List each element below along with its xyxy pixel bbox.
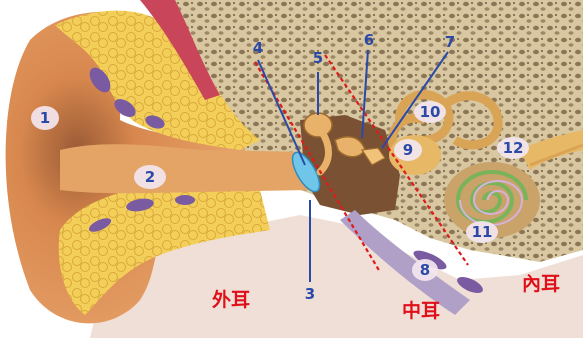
region-middle-ear: 中耳 [402, 299, 440, 322]
region-inner-ear: 內耳 [522, 273, 560, 295]
label-6: 6 [364, 31, 374, 49]
label-5: 5 [313, 49, 323, 67]
label-4: 4 [253, 39, 263, 57]
region-outer-ear: 外耳 [212, 288, 250, 311]
label-9: 9 [403, 141, 413, 159]
label-8: 8 [420, 261, 430, 279]
label-12: 12 [503, 139, 524, 157]
label-7: 7 [445, 33, 455, 51]
label-10: 10 [420, 103, 441, 121]
label-1: 1 [40, 109, 50, 127]
label-2: 2 [145, 168, 155, 186]
label-11: 11 [472, 223, 493, 241]
label-3: 3 [305, 285, 315, 303]
ear-canal [60, 144, 310, 193]
